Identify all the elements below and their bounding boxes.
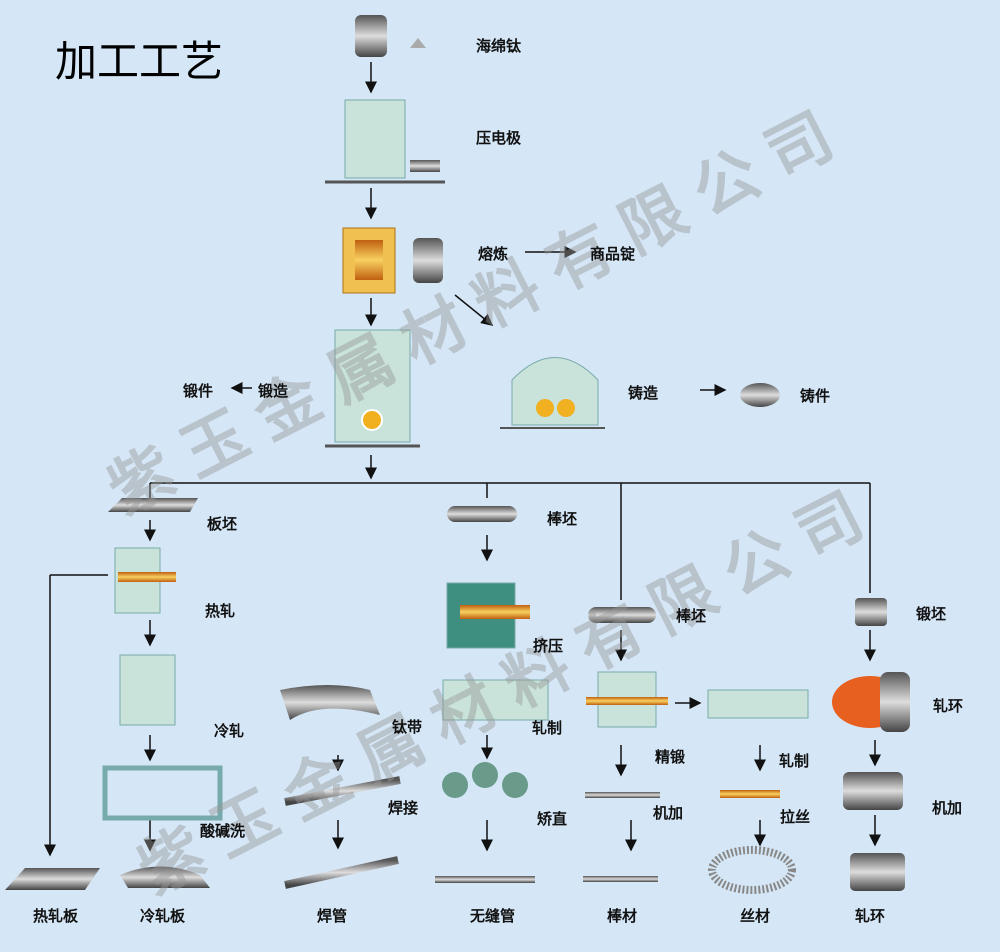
label-rolling: 轧制 bbox=[532, 719, 563, 737]
label-drawing: 拉丝 bbox=[780, 808, 811, 826]
label-hot-rolling: 热轧 bbox=[205, 602, 236, 620]
product-label: 冷轧板 bbox=[140, 907, 186, 925]
label-melting: 熔炼 bbox=[478, 245, 509, 263]
label-slab: 板坯 bbox=[207, 515, 238, 533]
label-forging: 锻造 bbox=[258, 382, 289, 400]
label-casting: 铸造 bbox=[628, 384, 659, 402]
product-label: 丝材 bbox=[740, 907, 771, 925]
product-label: 焊管 bbox=[317, 907, 348, 925]
label-ring-rolling: 轧环 bbox=[933, 697, 964, 715]
label-ti-strip: 钛带 bbox=[392, 718, 423, 736]
label-sponge: 海绵钛 bbox=[476, 37, 522, 55]
diagram-title: 加工工艺 bbox=[55, 37, 224, 86]
label-straightening: 矫直 bbox=[537, 810, 568, 828]
label-pickling: 酸碱洗 bbox=[200, 822, 246, 840]
label-cold-rolling: 冷轧 bbox=[214, 722, 245, 740]
label-machining: 机加 bbox=[932, 799, 963, 817]
label-electrode: 压电极 bbox=[476, 129, 522, 147]
product-label: 棒材 bbox=[607, 907, 638, 925]
product-label: 轧环 bbox=[855, 907, 886, 925]
label-forging-billet: 锻坯 bbox=[916, 605, 947, 623]
label-ingot: 商品锭 bbox=[590, 245, 636, 263]
label-castings: 铸件 bbox=[800, 387, 831, 405]
label-bar-billet: 棒坯 bbox=[676, 607, 707, 625]
label-precision-forging: 精锻 bbox=[655, 748, 686, 766]
product-label: 热轧板 bbox=[33, 907, 79, 925]
label-rolling: 轧制 bbox=[779, 752, 810, 770]
label-bar-billet: 棒坯 bbox=[547, 510, 578, 528]
product-label: 无缝管 bbox=[470, 907, 516, 925]
label-machining: 机加 bbox=[653, 804, 684, 822]
label-forgings: 锻件 bbox=[183, 382, 214, 400]
label-welding: 焊接 bbox=[388, 799, 419, 817]
label-extrusion: 挤压 bbox=[533, 637, 564, 655]
